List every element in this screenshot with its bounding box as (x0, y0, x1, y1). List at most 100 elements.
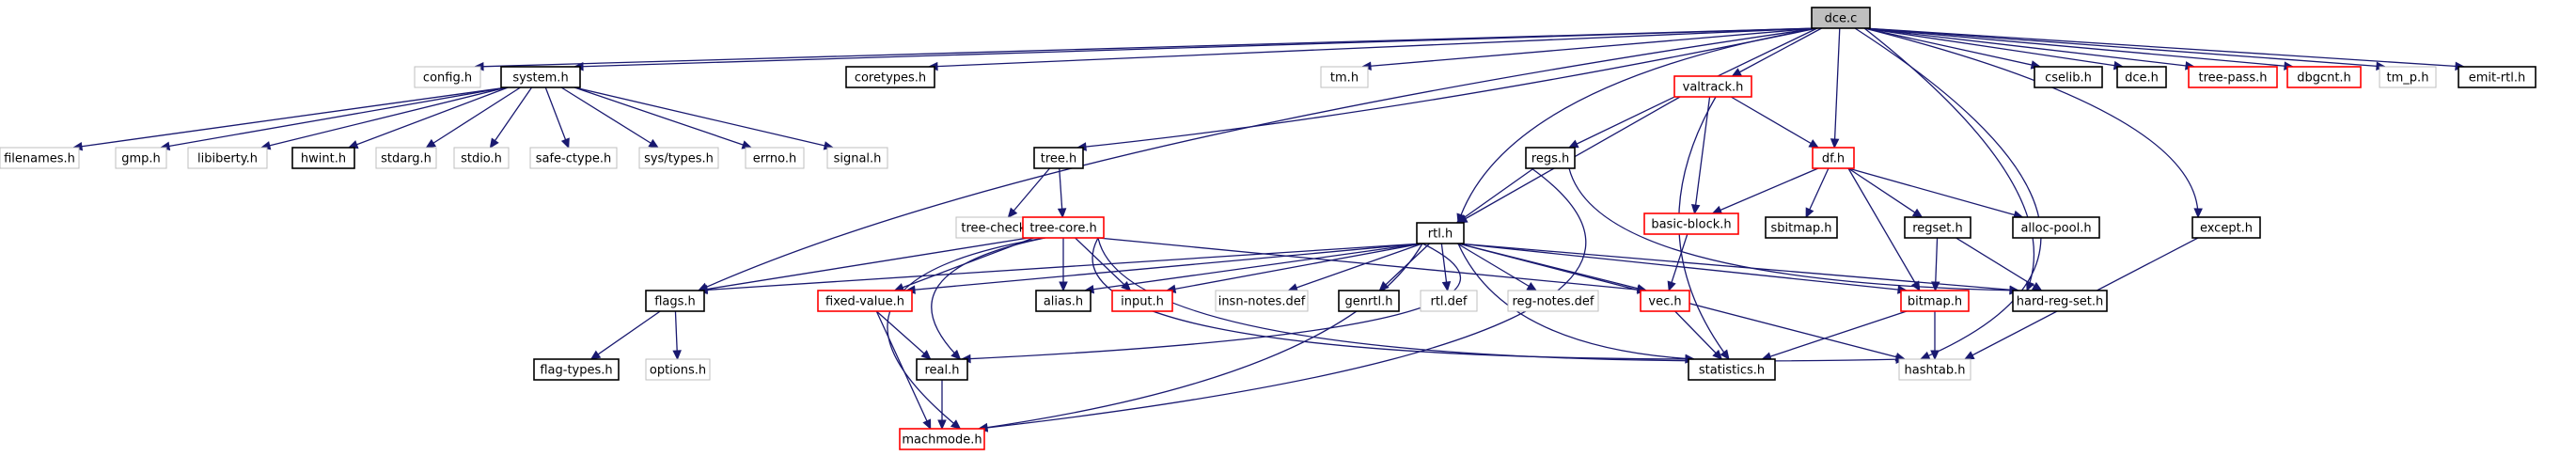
edge-rtl_h-to-rtl_def (1440, 243, 1452, 292)
node-tree-h[interactable]: tree.h (1033, 147, 1084, 169)
node-label: statistics.h (1699, 364, 1765, 378)
node-gmp-h: gmp.h (115, 147, 167, 169)
edge-df_h-to-regset_h (1847, 167, 1924, 218)
edge-valtrack_h-to-basic_block_h (1690, 96, 1711, 215)
node-label: real.h (924, 364, 959, 378)
node-dbgcnt-h[interactable]: dbgcnt.h (2286, 66, 2362, 88)
edge-system_h-to-libiberty_h (259, 86, 508, 150)
node-stdio-h: stdio.h (453, 147, 510, 169)
node-dce-c[interactable]: dce.c (1811, 7, 1871, 29)
node-label: fixed-value.h (825, 295, 904, 309)
edge-system_h-to-signal_h (573, 86, 835, 150)
node-label: rtl.def (1430, 295, 1467, 309)
node-regset-h[interactable]: regset.h (1904, 216, 1971, 239)
node-label: df.h (1822, 152, 1845, 166)
edge-dce_c-to-dbgcnt_h (1863, 27, 2295, 71)
node-real-h[interactable]: real.h (916, 358, 968, 381)
edge-fixed_value_h-to-machmode_h (875, 310, 932, 431)
node-except-h[interactable]: except.h (2191, 216, 2261, 239)
edge-rtl_h-to-flags_h (697, 243, 1423, 295)
edge-system_h-to-hwint_h (347, 86, 509, 149)
edge-tree_core_h-to-flags_h (697, 237, 1029, 294)
edge-tree_core_h-to-machmode_h (887, 237, 1045, 430)
node-label: safe-ctype.h (536, 152, 612, 166)
node-coretypes-h[interactable]: coretypes.h (845, 66, 935, 88)
node-bitmap-h[interactable]: bitmap.h (1900, 290, 1970, 312)
node-cselib-h[interactable]: cselib.h (2034, 66, 2103, 88)
node-config-h: config.h (414, 66, 481, 88)
node-label: options.h (650, 364, 706, 378)
node-label: coretypes.h (855, 71, 926, 86)
node-system-h[interactable]: system.h (500, 66, 581, 88)
node-label: stdarg.h (381, 152, 432, 166)
node-label: dce.c (1825, 12, 1858, 26)
node-tree-pass-h[interactable]: tree-pass.h (2188, 66, 2278, 88)
node-label: tree-pass.h (2199, 71, 2268, 86)
edge-system_h-to-safe_ctype_h (544, 86, 570, 149)
node-flags-h[interactable]: flags.h (645, 290, 705, 312)
node-libiberty-h: libiberty.h (187, 147, 268, 169)
edge-dce_c-to-dce_h (1863, 27, 2125, 71)
node-label: tm_p.h (2387, 71, 2429, 86)
node-alias-h[interactable]: alias.h (1035, 290, 1092, 312)
node-rtl-def: rtl.def (1420, 290, 1478, 312)
node-hwint-h[interactable]: hwint.h (291, 147, 355, 169)
node-alloc-pool-h[interactable]: alloc-pool.h (2012, 216, 2100, 239)
node-label: flags.h (654, 295, 696, 309)
node-label: tree-core.h (1029, 222, 1096, 236)
edge-regset_h-to-bitmap_h (1931, 237, 1940, 292)
node-label: valtrack.h (1683, 81, 1744, 95)
node-fixed-value-h[interactable]: fixed-value.h (817, 290, 913, 312)
node-sys-types-h: sys/types.h (638, 147, 719, 169)
edge-dce_c-to-except_h (1863, 27, 2203, 219)
node-label: flag-types.h (540, 364, 612, 378)
node-tree-core-h[interactable]: tree-core.h (1022, 216, 1105, 239)
node-genrtl-h[interactable]: genrtl.h (1338, 290, 1400, 312)
node-label: config.h (423, 71, 472, 86)
edge-dce_c-to-hard_reg_set_h (1863, 27, 2035, 292)
node-input-h[interactable]: input.h (1111, 290, 1173, 312)
node-tree-check-h: tree-check.h (955, 216, 1044, 239)
node-statistics-h[interactable]: statistics.h (1688, 358, 1776, 381)
node-dce-h[interactable]: dce.h (2116, 66, 2167, 88)
node-label: machmode.h (902, 433, 982, 448)
node-df-h[interactable]: df.h (1812, 147, 1855, 169)
node-machmode-h[interactable]: machmode.h (899, 428, 985, 450)
edge-system_h-to-gmp_h (159, 86, 508, 151)
edge-rtl_h-to-alias_h (1083, 243, 1423, 294)
node-label: regset.h (1912, 222, 1963, 236)
node-flag-types-h[interactable]: flag-types.h (533, 358, 620, 381)
node-regs-h[interactable]: regs.h (1525, 147, 1576, 169)
node-vec-h[interactable]: vec.h (1640, 290, 1690, 312)
node-basic-block-h[interactable]: basic-block.h (1643, 212, 1739, 235)
edge-system_h-to-errno_h (573, 86, 753, 149)
node-valtrack-h[interactable]: valtrack.h (1673, 75, 1752, 98)
node-rtl-h[interactable]: rtl.h (1416, 222, 1465, 244)
node-signal-h: signal.h (826, 147, 888, 169)
edge-tree_core_h-to-alias_h (1059, 238, 1068, 292)
node-label: input.h (1121, 295, 1164, 309)
node-label: hwint.h (301, 152, 346, 166)
node-label: regs.h (1531, 152, 1569, 166)
node-label: insn-notes.def (1218, 295, 1306, 309)
edge-df_h-to-sbitmap_h (1805, 167, 1830, 219)
node-errno-h: errno.h (745, 147, 805, 169)
edge-dce_c-to-system_h (573, 27, 1818, 71)
edge-tree_core_h-to-real_h (931, 237, 1045, 360)
node-label: gmp.h (121, 152, 161, 166)
node-label: dbgcnt.h (2297, 71, 2351, 86)
node-label: system.h (512, 71, 568, 86)
edge-flags_h-to-options_h (672, 310, 682, 361)
node-emit-rtl-h[interactable]: emit-rtl.h (2458, 66, 2537, 88)
edge-fixed_value_h-to-real_h (875, 310, 932, 360)
node-options-h: options.h (645, 358, 711, 381)
edge-bitmap_h-to-hashtab_h (1930, 311, 1940, 361)
node-sbitmap-h[interactable]: sbitmap.h (1765, 216, 1838, 239)
edge-dce_c-to-valtrack_h (1731, 27, 1822, 77)
node-hard-reg-set-h[interactable]: hard-reg-set.h (2012, 290, 2108, 312)
node-label: hashtab.h (1905, 364, 1966, 378)
edge-vec_h-to-statistics_h (1674, 310, 1723, 360)
edge-bitmap_h-to-statistics_h (1761, 310, 1908, 361)
